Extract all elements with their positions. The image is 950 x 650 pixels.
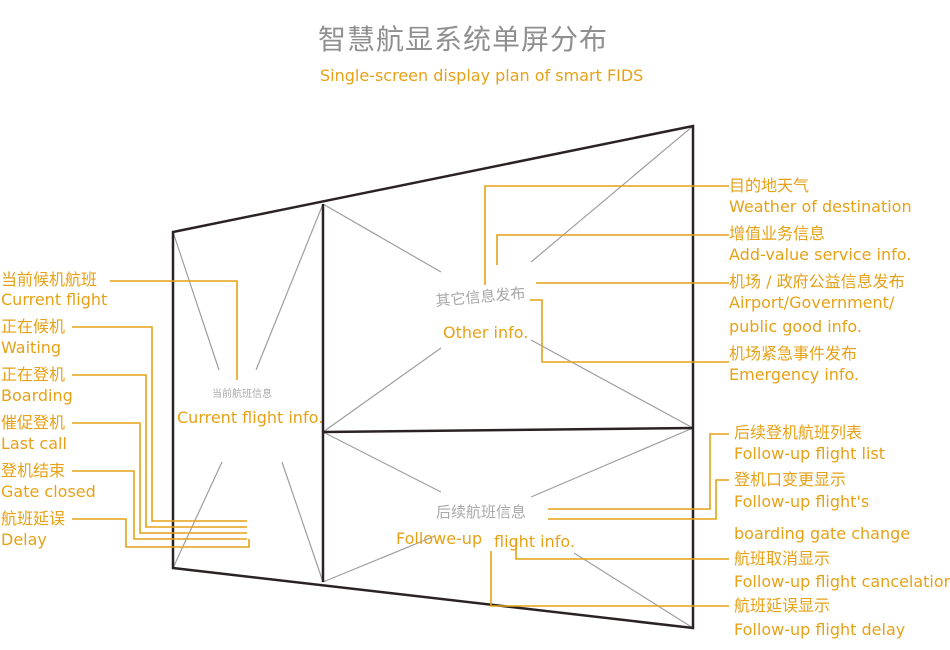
callout-cancelation-cn: 航班取消显示	[734, 549, 831, 568]
callout-boarding-en: Boarding	[1, 386, 73, 405]
callout-weather-en: Weather of destination	[729, 197, 912, 216]
callout-value-added-en: Add-value service info.	[729, 245, 912, 264]
callout-waiting-en: Waiting	[1, 338, 62, 357]
callout-flight-list-en: Follow-up flight list	[734, 444, 886, 463]
other-info-panel-label-en: Other info.	[443, 323, 529, 342]
callout-gate-change-en-2: boarding gate change	[734, 524, 911, 543]
current-flight-panel-label-en: Current flight info.	[177, 408, 324, 427]
callout-public-info-en: Airport/Government/	[729, 293, 895, 312]
callout-followup-delay-en: Follow-up flight delay	[734, 620, 906, 639]
callout-last-call-cn: 催促登机	[1, 413, 66, 432]
callout-last-call-en: Last call	[1, 434, 67, 453]
callout-public-info-cn: 机场 / 政府公益信息发布	[729, 272, 905, 291]
screen-frame	[171, 124, 695, 630]
title-en: Single-screen display plan of smart FIDS	[320, 66, 644, 85]
callout-gate-change-cn: 登机口变更显示	[734, 470, 847, 489]
callout-lines	[72, 185, 729, 607]
callout-emergency-cn: 机场紧急事件发布	[729, 344, 858, 363]
callout-waiting-cn: 正在候机	[1, 317, 66, 336]
callout-gate-closed-en: Gate closed	[1, 482, 96, 501]
callout-current-flight-cn: 当前候机航班	[1, 270, 98, 289]
title-cn: 智慧航显系统单屏分布	[318, 23, 609, 56]
panel-diagonals	[172, 125, 694, 629]
followup-panel-label-cn: 后续航班信息	[436, 503, 527, 521]
followup-panel-label-en-a: Followe-up	[396, 529, 483, 548]
callout-public-info-en-2: public good info.	[729, 317, 863, 336]
callout-gate-change-en: Follow-up flight's	[734, 492, 870, 511]
callout-gate-closed-cn: 登机结束	[1, 461, 66, 480]
callout-flight-list-cn: 后续登机航班列表	[734, 423, 863, 442]
current-flight-panel-label-cn: 当前航班信息	[212, 389, 272, 400]
callout-weather-cn: 目的地天气	[729, 176, 810, 195]
callout-followup-delay-cn: 航班延误显示	[734, 596, 831, 615]
callout-cancelation-en: Follow-up flight cancelation	[734, 572, 950, 591]
callout-current-flight-en: Current flight	[1, 290, 108, 309]
callout-emergency-en: Emergency info.	[729, 365, 860, 384]
callout-boarding-cn: 正在登机	[1, 365, 66, 384]
callout-delay-en: Delay	[1, 530, 47, 549]
followup-panel-label-en-b: flight info.	[494, 532, 575, 551]
callout-delay-cn: 航班延误	[1, 509, 66, 528]
callout-value-added-cn: 增值业务信息	[729, 224, 826, 243]
